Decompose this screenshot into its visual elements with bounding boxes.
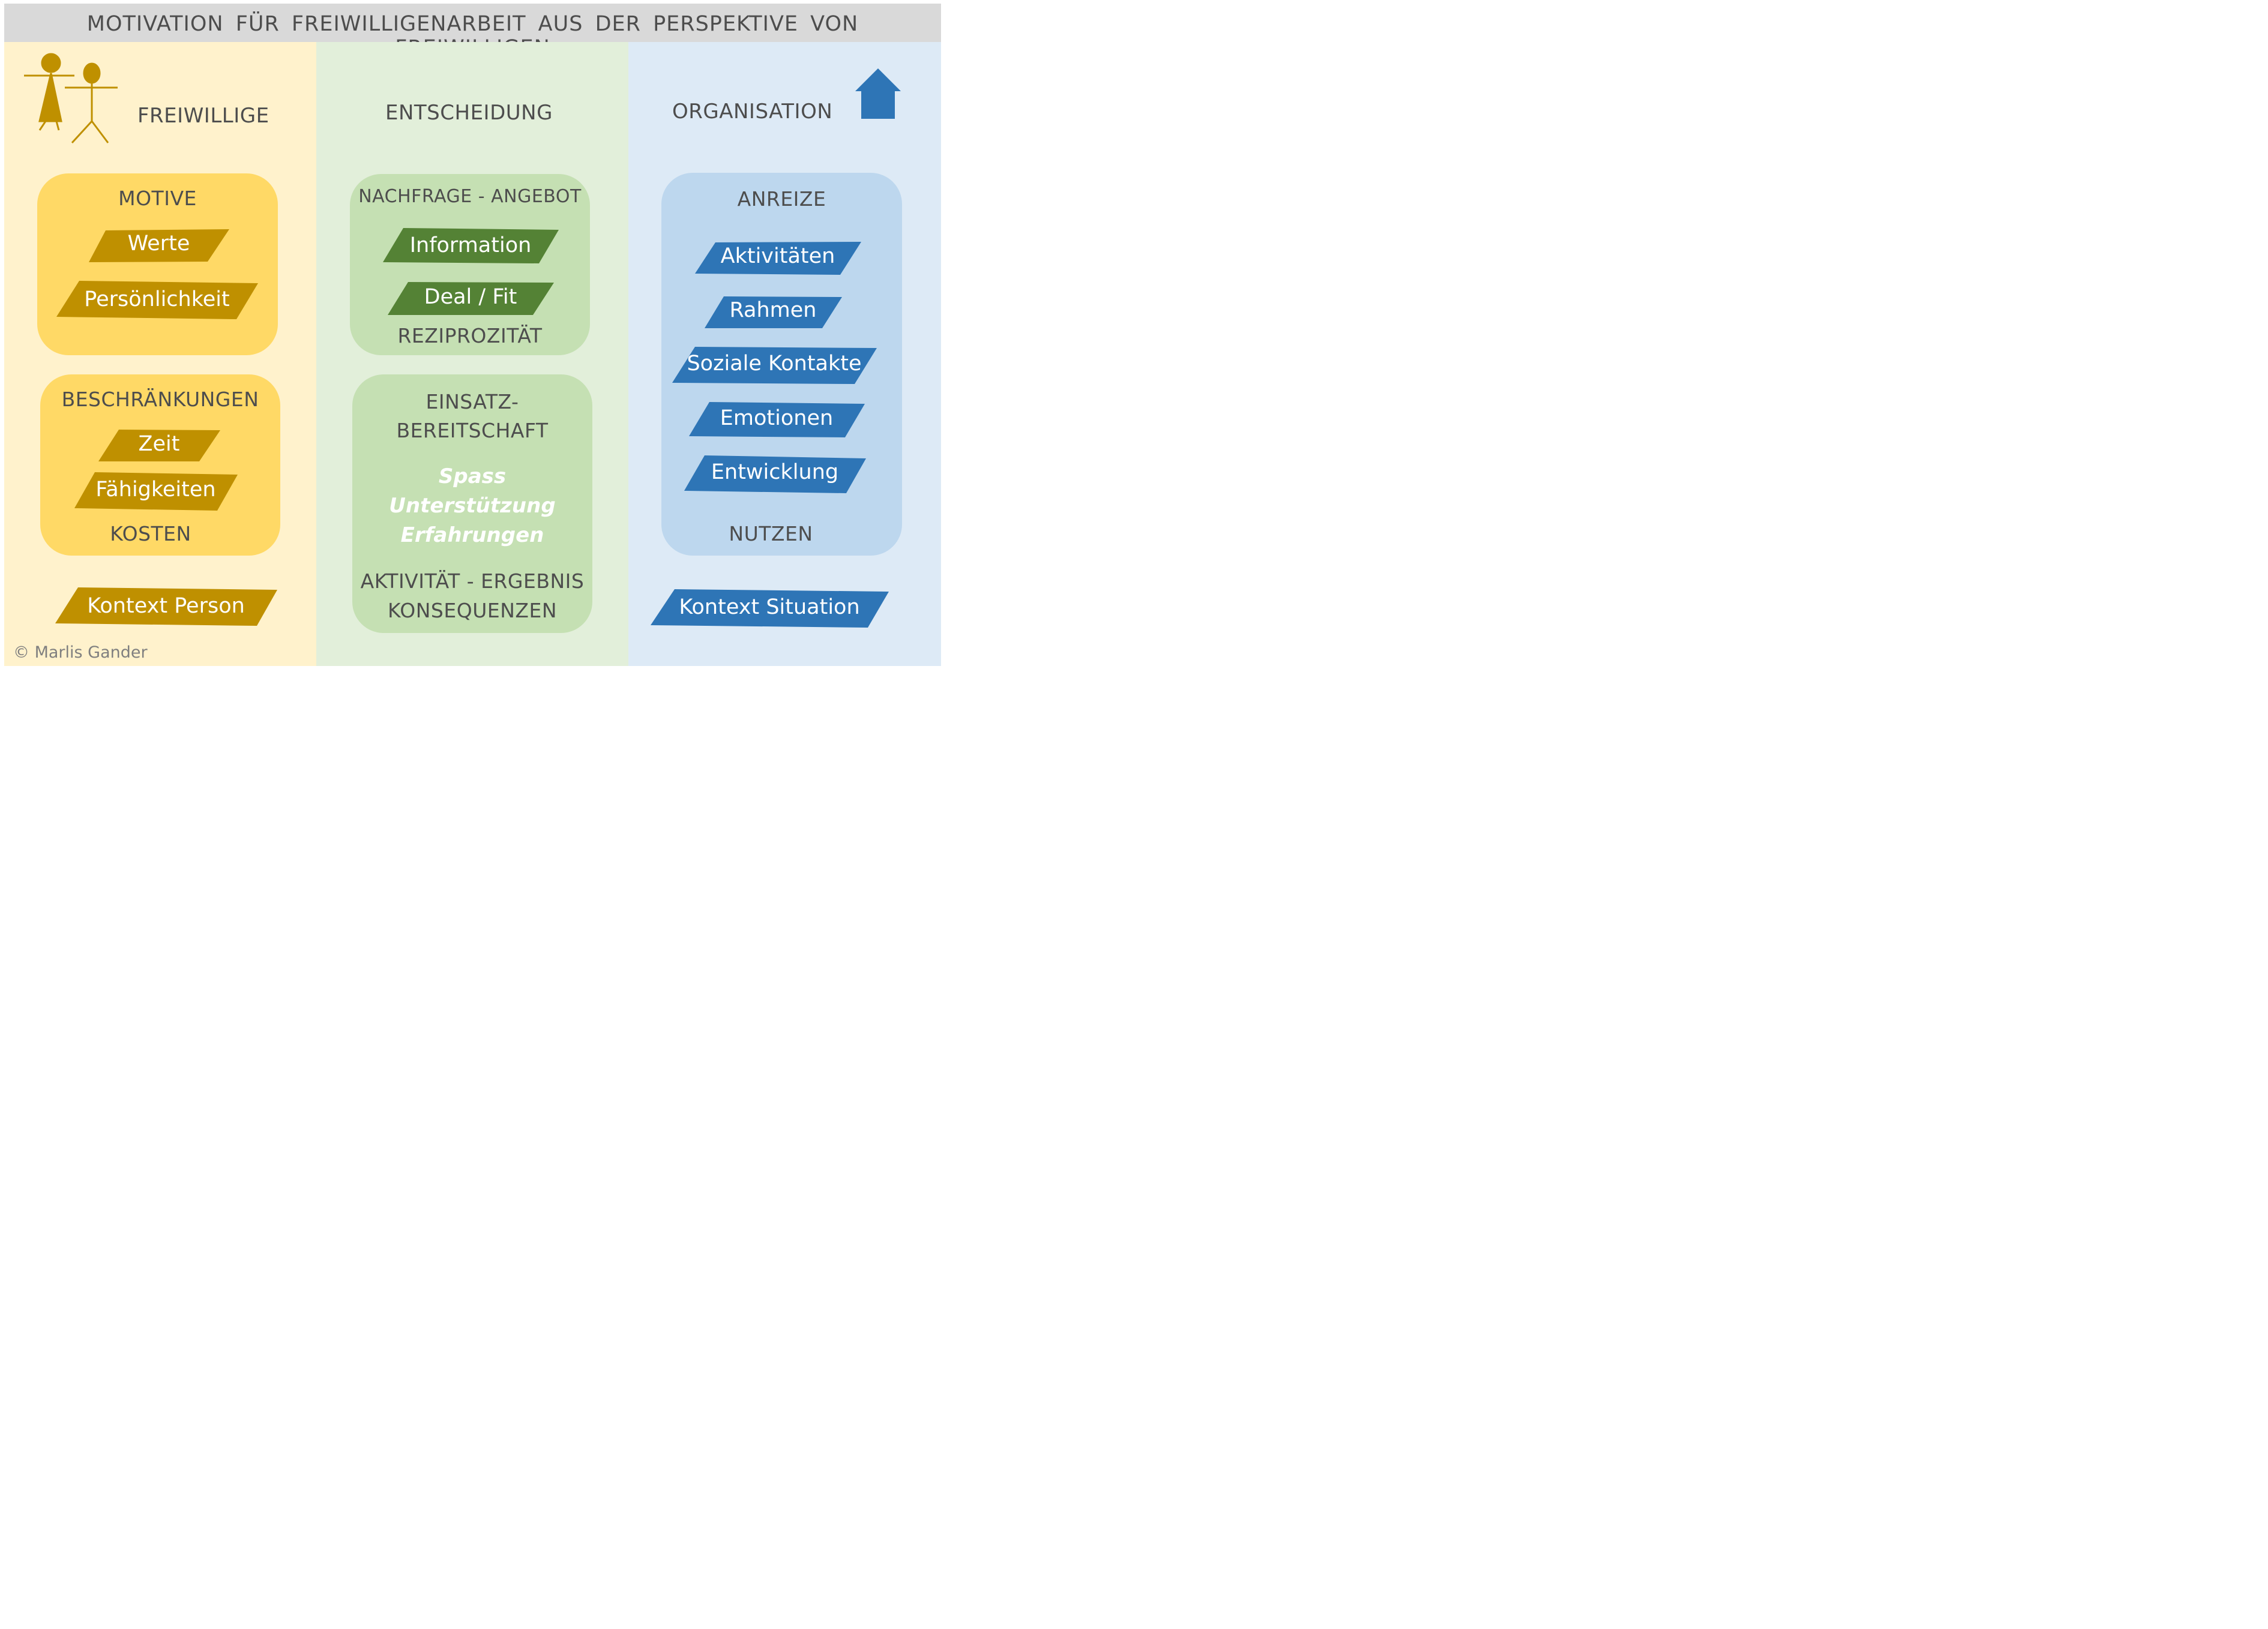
- brush-aktivitaeten-label: Aktivitäten: [720, 244, 835, 268]
- brush-rahmen-label: Rahmen: [729, 298, 817, 322]
- einsatz-italic-erfahrungen: Erfahrungen: [400, 523, 544, 547]
- einsatz-italic-unterstuetzung: Unterstützung: [389, 494, 556, 518]
- panel-nachfrage: NACHFRAGE - ANGEBOT REZIPROZITÄT: [350, 174, 590, 355]
- panel-nachfrage-title: NACHFRAGE - ANGEBOT: [358, 186, 582, 207]
- brush-persoenlichkeit-label: Persönlichkeit: [84, 287, 230, 311]
- brush-emotionen: Emotionen: [688, 400, 865, 439]
- heading-freiwillige: FREIWILLIGE: [137, 104, 269, 128]
- brush-information-label: Information: [409, 233, 532, 257]
- brush-persoenlichkeit: Persönlichkeit: [55, 278, 259, 320]
- panel-nachfrage-footer: REZIPROZITÄT: [397, 324, 543, 347]
- panel-anreize-title: ANREIZE: [737, 187, 826, 211]
- brush-werte-label: Werte: [127, 232, 190, 256]
- brush-faehigkeiten-label: Fähigkeiten: [95, 478, 216, 502]
- brush-aktivitaeten: Aktivitäten: [694, 240, 862, 276]
- brush-rahmen: Rahmen: [703, 295, 843, 329]
- panel-einsatz-footer-2: KONSEQUENZEN: [387, 599, 558, 622]
- brush-zeit-label: Zeit: [138, 432, 180, 456]
- brush-information: Information: [382, 226, 559, 265]
- panel-beschraenkungen: BESCHRÄNKUNGEN KOSTEN: [40, 374, 280, 556]
- panel-einsatz-title-2: BEREITSCHAFT: [396, 419, 549, 442]
- panel-beschraenkungen-title: BESCHRÄNKUNGEN: [61, 388, 259, 411]
- people-icon: [24, 53, 118, 144]
- brush-kontext-situation: Kontext Situation: [649, 587, 889, 629]
- title-bar: MOTIVATION FÜR FREIWILLIGENARBEIT AUS DE…: [4, 4, 941, 60]
- brush-kontext-person-label: Kontext Person: [87, 594, 245, 618]
- brush-kontext-situation-label: Kontext Situation: [679, 595, 860, 619]
- brush-werte: Werte: [88, 228, 230, 263]
- panel-motive-title: MOTIVE: [118, 187, 197, 210]
- house-icon: [855, 68, 901, 119]
- brush-deal-fit: Deal / Fit: [387, 280, 555, 316]
- panel-motive: MOTIVE: [37, 173, 278, 355]
- brush-zeit: Zeit: [97, 428, 221, 463]
- panel-einsatz-title-1: EINSATZ-: [426, 390, 519, 413]
- panel-einsatz-footer-1: AKTIVITÄT - ERGEBNIS: [360, 569, 585, 593]
- heading-organisation: ORGANISATION: [672, 100, 833, 124]
- brush-soziale-kontakte-label: Soziale Kontakte: [687, 352, 862, 376]
- panel-beschraenkungen-footer: KOSTEN: [110, 522, 191, 545]
- brush-soziale-kontakte: Soziale Kontakte: [671, 344, 877, 385]
- copyright-notice: © Marlis Gander: [13, 643, 148, 662]
- einsatz-italic-spass: Spass: [438, 464, 507, 488]
- brush-emotionen-label: Emotionen: [720, 406, 834, 430]
- brush-faehigkeiten: Fähigkeiten: [73, 470, 238, 512]
- brush-entwicklung: Entwicklung: [683, 454, 867, 494]
- brush-entwicklung-label: Entwicklung: [711, 460, 839, 484]
- panel-einsatzbereitschaft: EINSATZ- BEREITSCHAFT Spass Unterstützun…: [352, 374, 592, 633]
- heading-entscheidung: ENTSCHEIDUNG: [385, 101, 553, 125]
- panel-anreize-footer: NUTZEN: [729, 522, 813, 545]
- brush-kontext-person: Kontext Person: [54, 585, 278, 627]
- brush-deal-fit-label: Deal / Fit: [424, 285, 517, 309]
